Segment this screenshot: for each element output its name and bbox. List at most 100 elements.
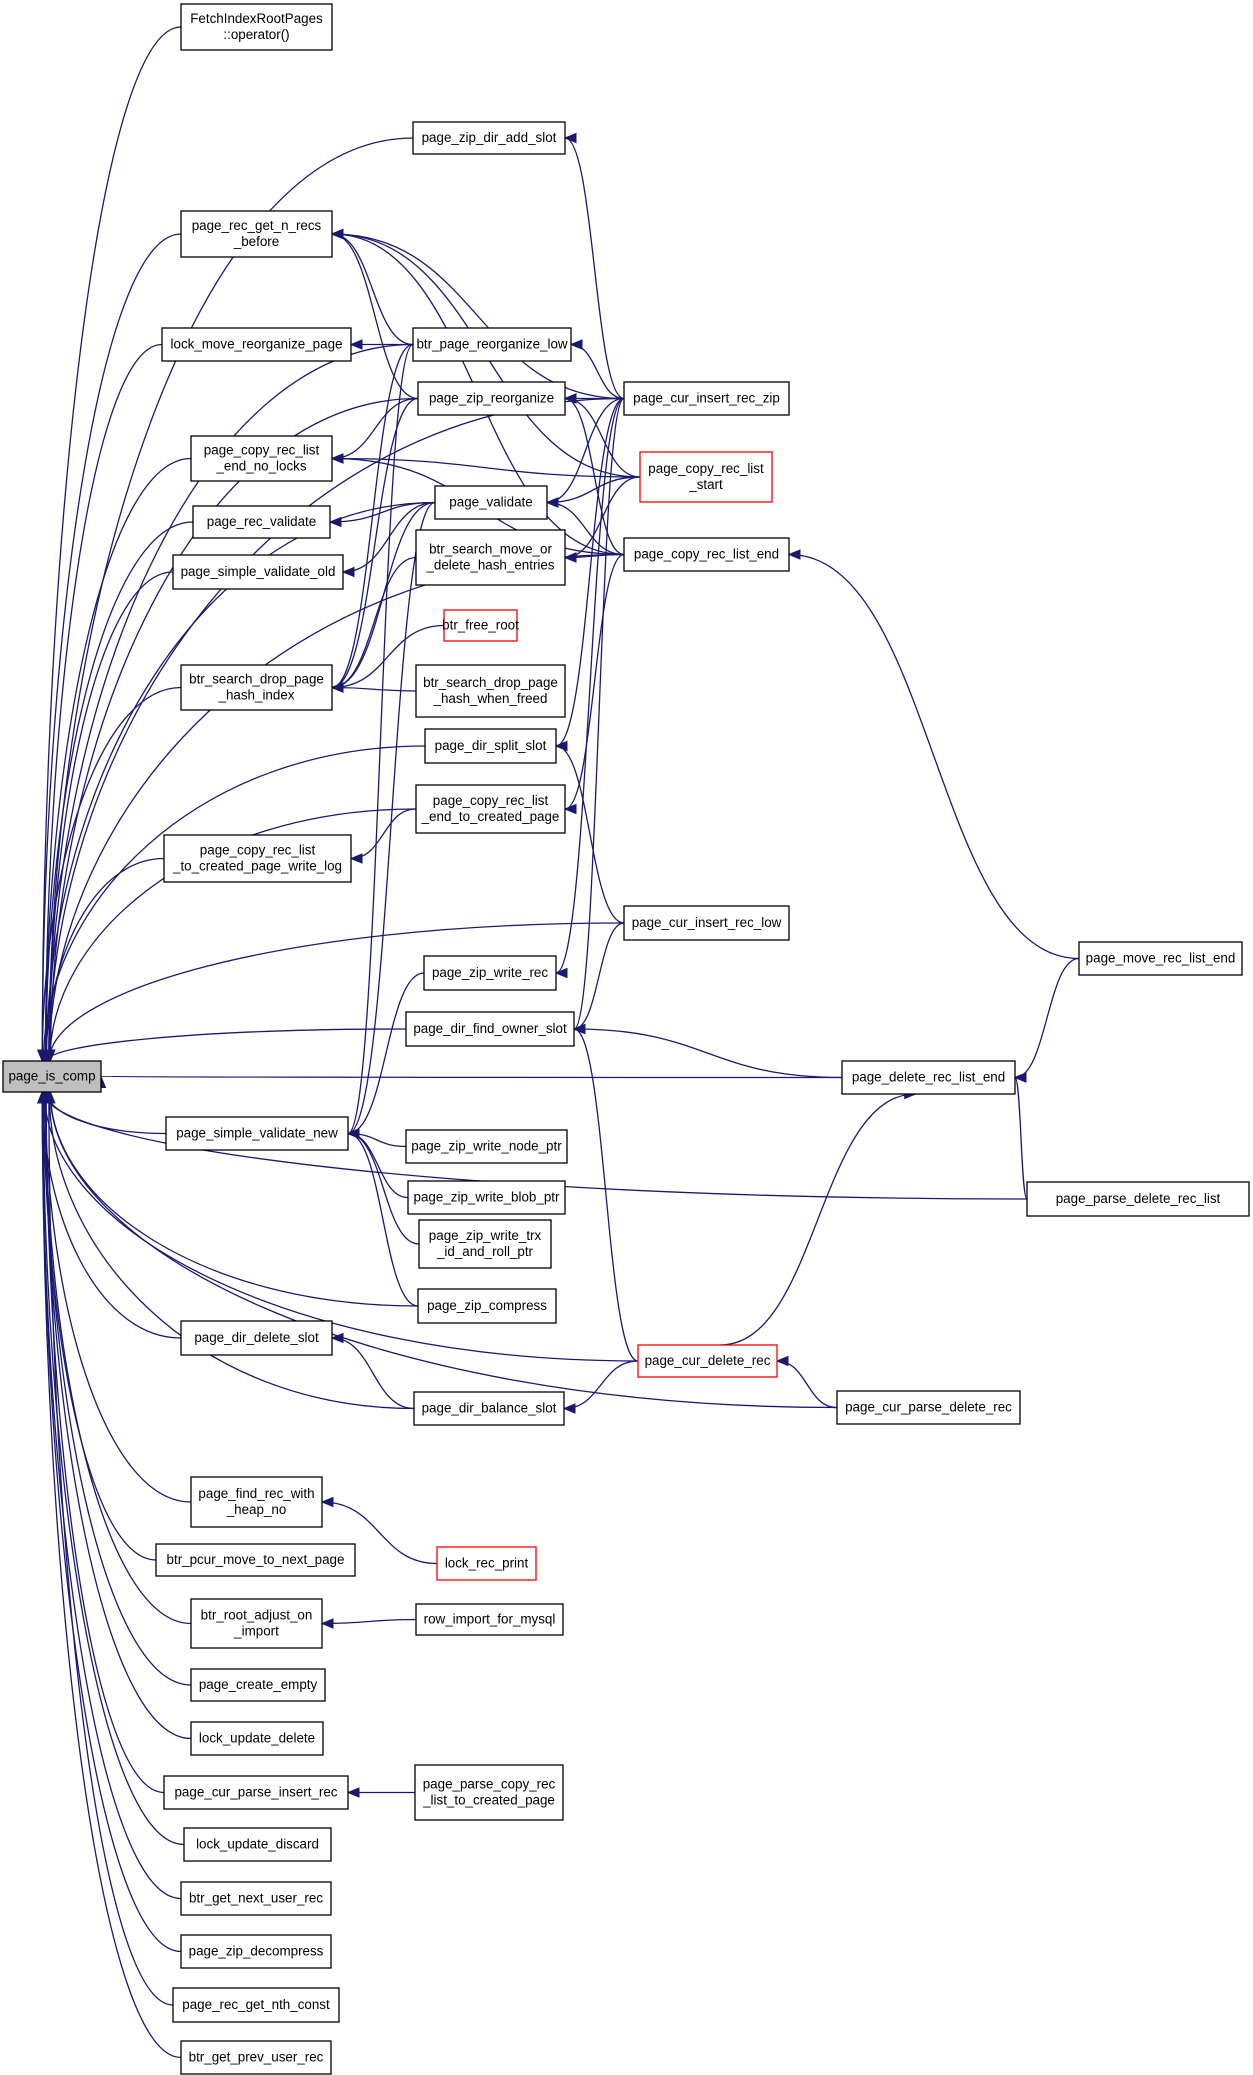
- node-label: btr_search_move_or: [429, 542, 552, 557]
- node-page-parse-copy-rec-list-to-created-page[interactable]: page_parse_copy_rec_list_to_created_page: [414, 1764, 564, 1821]
- node-box: [155, 1543, 356, 1577]
- edge-line: [45, 1091, 165, 1794]
- node-label: page_cur_delete_rec: [645, 1353, 771, 1368]
- edge-line: [45, 857, 165, 1062]
- node-page-copy-rec-list-end-no-locks[interactable]: page_copy_rec_list_end_no_locks: [190, 435, 333, 482]
- node-page-rec-get-nth-const[interactable]: page_rec_get_nth_const: [172, 1987, 340, 2023]
- edge-arrowhead: [569, 339, 583, 350]
- node-page-dir-find-owner-slot[interactable]: page_dir_find_owner_slot: [405, 1011, 575, 1047]
- node-fetchindexrootpages-operator[interactable]: FetchIndexRootPages::operator(): [180, 3, 333, 51]
- node-page-dir-split-slot[interactable]: page_dir_split_slot: [424, 728, 557, 764]
- node-row-import-for-mysql[interactable]: row_import_for_mysql: [415, 1603, 564, 1636]
- node-page-zip-write-blob-ptr[interactable]: page_zip_write_blob_ptr: [407, 1180, 566, 1215]
- node-page-move-rec-list-end[interactable]: page_move_rec_list_end: [1078, 941, 1243, 976]
- node-page-rec-validate[interactable]: page_rec_validate: [192, 505, 331, 539]
- node-page-rec-get-n-recs-before[interactable]: page_rec_get_n_recs_before: [180, 210, 333, 258]
- node-page-zip-dir-add-slot[interactable]: page_zip_dir_add_slot: [412, 121, 566, 155]
- node-btr-pcur-move-to-next-page[interactable]: btr_pcur_move_to_next_page: [155, 1543, 356, 1577]
- edge-line: [48, 397, 625, 1062]
- node-lock-rec-print[interactable]: lock_rec_print: [436, 1546, 537, 1581]
- node-page-zip-write-rec[interactable]: page_zip_write_rec: [423, 955, 557, 991]
- node-label: lock_move_reorganize_page: [171, 337, 343, 352]
- node-label: page_cur_parse_delete_rec: [845, 1400, 1012, 1415]
- edge-line: [347, 343, 414, 1135]
- edge-n33-to-n24: [572, 1023, 639, 1362]
- node-page-zip-write-node-ptr[interactable]: page_zip_write_node_ptr: [405, 1129, 568, 1164]
- edge-line: [555, 397, 625, 747]
- edge-line: [41, 26, 182, 1062]
- edge-line: [48, 922, 625, 1062]
- node-box: [417, 1288, 557, 1324]
- node-btr-search-drop-page-hash-index[interactable]: btr_search_drop_page_hash_index: [180, 664, 333, 711]
- node-box: [412, 327, 572, 362]
- node-label: page_is_comp: [8, 1069, 95, 1084]
- node-page-copy-rec-list-end[interactable]: page_copy_rec_list_end: [623, 537, 790, 572]
- node-label: _delete_hash_entries: [425, 558, 554, 573]
- node-lock-update-discard[interactable]: lock_update_discard: [183, 1827, 332, 1862]
- node-page-simple-validate-new[interactable]: page_simple_validate_new: [165, 1116, 349, 1151]
- node-page-zip-compress[interactable]: page_zip_compress: [417, 1288, 557, 1324]
- node-label: _end_to_created_page: [421, 809, 560, 824]
- node-page-copy-rec-list-start[interactable]: page_copy_rec_list_start: [639, 451, 773, 503]
- node-page-zip-reorganize[interactable]: page_zip_reorganize: [417, 381, 566, 416]
- edge-line: [331, 397, 419, 460]
- node-page-cur-parse-delete-rec[interactable]: page_cur_parse_delete_rec: [836, 1390, 1021, 1425]
- node-btr-root-adjust-on-import[interactable]: btr_root_adjust_on_import: [190, 1598, 323, 1649]
- node-lock-move-reorganize-page[interactable]: lock_move_reorganize_page: [161, 327, 352, 362]
- edge-line: [44, 457, 192, 1062]
- node-page-cur-delete-rec[interactable]: page_cur_delete_rec: [637, 1344, 778, 1378]
- node-page-validate[interactable]: page_validate: [434, 485, 548, 520]
- node-page-zip-decompress[interactable]: page_zip_decompress: [180, 1934, 332, 1969]
- edge-line: [563, 1360, 639, 1410]
- node-btr-page-reorganize-low[interactable]: btr_page_reorganize_low: [412, 327, 572, 362]
- edge-n2-to-n0: [43, 137, 414, 1063]
- node-label: _list_to_created_page: [422, 1793, 555, 1808]
- node-box: [434, 485, 548, 520]
- node-box: [417, 381, 566, 416]
- node-page-simple-validate-old[interactable]: page_simple_validate_old: [172, 554, 344, 590]
- edge-line: [573, 1028, 843, 1079]
- node-btr-search-move-or-delete-hash-entries[interactable]: btr_search_move_or_delete_hash_entries: [415, 529, 566, 586]
- node-label: _id_and_roll_ptr: [436, 1244, 534, 1259]
- node-btr-get-prev-user-rec[interactable]: btr_get_prev_user_rec: [180, 2040, 332, 2075]
- node-page-cur-insert-rec-zip[interactable]: page_cur_insert_rec_zip: [623, 381, 790, 416]
- edge-line: [331, 233, 625, 400]
- edge-n5-to-n16: [330, 343, 414, 693]
- node-page-cur-parse-insert-rec[interactable]: page_cur_parse_insert_rec: [163, 1775, 349, 1810]
- edge-line: [331, 343, 414, 689]
- node-page-copy-rec-list-to-created-page-write-log[interactable]: page_copy_rec_list_to_created_page_write…: [163, 834, 352, 883]
- edge-line: [331, 233, 414, 346]
- node-btr-free-root[interactable]: btr_free_root: [442, 609, 519, 642]
- node-label: page_parse_delete_rec_list: [1056, 1191, 1221, 1206]
- edge-line: [44, 1091, 192, 1625]
- node-page-dir-delete-slot[interactable]: page_dir_delete_slot: [180, 1320, 333, 1356]
- node-lock-update-delete[interactable]: lock_update_delete: [190, 1721, 324, 1756]
- node-page-dir-balance-slot[interactable]: page_dir_balance_slot: [413, 1391, 565, 1426]
- node-label: page_find_rec_with: [198, 1486, 314, 1501]
- edge-line: [46, 1028, 407, 1062]
- node-btr-get-next-user-rec[interactable]: btr_get_next_user_rec: [180, 1881, 332, 1916]
- edge-n5-to-n4: [349, 339, 413, 350]
- node-page-parse-delete-rec-list[interactable]: page_parse_delete_rec_list: [1026, 1181, 1250, 1217]
- node-box: [1078, 941, 1243, 976]
- node-box: [2, 1060, 102, 1093]
- node-box: [415, 529, 566, 586]
- node-label: page_dir_delete_slot: [194, 1330, 319, 1345]
- node-box: [836, 1390, 1021, 1425]
- node-page-delete-rec-list-end[interactable]: page_delete_rec_list_end: [841, 1060, 1016, 1095]
- node-page-create-empty[interactable]: page_create_empty: [190, 1668, 326, 1702]
- edge-arrowhead: [545, 497, 559, 508]
- node-box: [415, 784, 566, 834]
- node-label: page_zip_write_node_ptr: [411, 1139, 562, 1154]
- node-page-find-rec-with-heap-no[interactable]: page_find_rec_with_heap_no: [190, 1476, 323, 1528]
- node-page-cur-insert-rec-low[interactable]: page_cur_insert_rec_low: [623, 905, 790, 941]
- edge-line: [347, 972, 425, 1135]
- node-page-zip-write-trx-id-and-roll-ptr[interactable]: page_zip_write_trx_id_and_roll_ptr: [418, 1219, 552, 1269]
- edge-line: [49, 808, 417, 1062]
- node-page-is-comp: page_is_comp: [2, 1060, 102, 1093]
- edge-line: [331, 397, 419, 689]
- edge-arrowhead: [346, 1128, 360, 1139]
- node-page-copy-rec-list-end-to-created-page[interactable]: page_copy_rec_list_end_to_created_page: [415, 784, 566, 834]
- node-btr-search-drop-page-hash-when-freed[interactable]: btr_search_drop_page_hash_when_freed: [415, 664, 566, 718]
- node-label: page_move_rec_list_end: [1086, 951, 1236, 966]
